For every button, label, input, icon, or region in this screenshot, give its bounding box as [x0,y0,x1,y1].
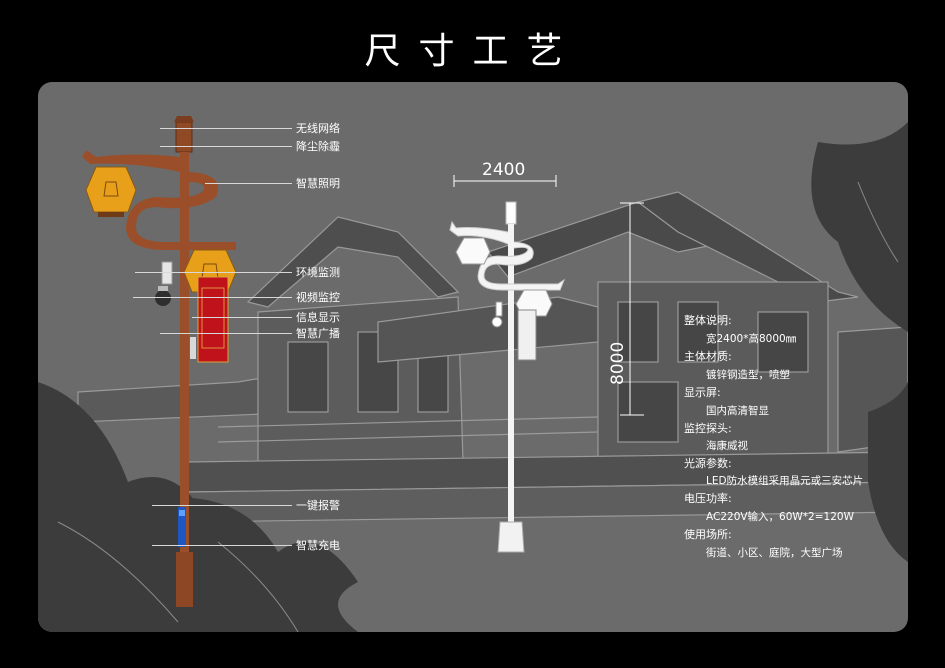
callout-dust: 降尘除霾 [296,140,340,153]
spec-value: AC220V输入，60W*2=120W [706,511,854,523]
spec-heading: 电压功率: [684,492,732,505]
height-dimension-label: 8000 [608,341,628,385]
spec-value: 镀锌钢造型，喷塑 [706,369,790,381]
callout-lighting: 智慧照明 [296,177,340,190]
callout-alarm: 一键报警 [296,499,340,512]
lamp-pole-color-render [82,116,236,607]
spec-value: 宽2400*高8000㎜ [706,333,797,345]
leader-line [160,128,292,129]
leader-line [205,183,292,184]
spec-heading: 整体说明: [684,314,732,327]
spec-heading: 监控探头: [684,422,732,435]
callout-info: 信息显示 [296,311,340,324]
spec-value: LED防水模组采用晶元或三安芯片 [706,475,864,487]
dimension-lines [453,175,644,416]
callout-video: 视频监控 [296,291,340,304]
leader-line [135,272,292,273]
lamp-pole-white-sketch [449,201,566,553]
spec-heading: 使用场所: [684,528,732,541]
spec-value: 街道、小区、庭院，大型广场 [706,547,843,559]
page-title: 尺寸工艺 [364,31,581,72]
callout-broadcast: 智慧广播 [296,327,340,340]
leader-line [160,333,292,334]
callout-env: 环境监测 [296,266,340,279]
callout-wireless: 无线网络 [296,122,340,135]
callout-charge: 智慧充电 [296,539,340,552]
spec-heading: 显示屏: [684,386,721,399]
spec-heading: 光源参数: [684,457,732,470]
spec-heading: 主体材质: [684,350,732,363]
leader-line [152,505,292,506]
leader-line [152,545,292,546]
spec-value: 国内高清智显 [706,405,769,417]
width-dimension-label: 2400 [482,160,526,180]
spec-value: 海康威视 [706,440,748,452]
leader-line [160,146,292,147]
leader-line [192,317,292,318]
product-panel [38,82,908,632]
leader-line [133,297,292,298]
